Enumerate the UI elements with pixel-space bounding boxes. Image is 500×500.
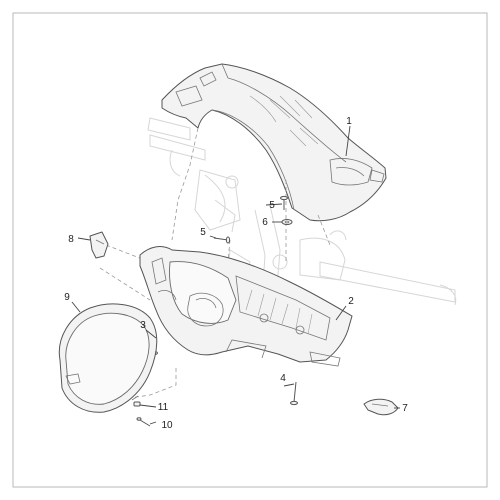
- part-2-handlebar-lower-cover: [139, 246, 353, 367]
- callout-3: 3: [140, 320, 146, 331]
- part-4-screw: [290, 381, 298, 406]
- callout-1: 1: [346, 116, 352, 127]
- callout-10: 10: [161, 420, 173, 431]
- callout-2: 2: [348, 296, 354, 307]
- part-9-headlamp-lens: [58, 303, 158, 413]
- callout-8: 8: [68, 234, 74, 245]
- part-11-nut: [133, 401, 141, 407]
- part-5-screw-top: [280, 195, 288, 210]
- callout-5-upper: 5: [269, 200, 275, 211]
- part-1-handlebar-upper-cover: [161, 63, 387, 222]
- callout-leaders: [71, 125, 400, 425]
- part-6-washer: [281, 219, 293, 225]
- diagram-frame: [12, 12, 488, 488]
- callout-4: 4: [280, 373, 286, 384]
- callout-6: 6: [262, 217, 268, 228]
- callout-9: 9: [64, 292, 70, 303]
- callout-5-lower: 5: [200, 227, 206, 238]
- callout-11: 11: [158, 402, 169, 413]
- callout-labels: 1 2 3 4 5 5 6 7 8 9 10 11: [64, 116, 408, 431]
- part-10-screw: [136, 417, 151, 427]
- part-5-screw-mid: [213, 236, 231, 244]
- callout-7: 7: [402, 403, 408, 414]
- assembly-guide-lines: [99, 127, 331, 399]
- part-7-clip: [363, 398, 399, 416]
- part-8-bracket: [89, 231, 109, 259]
